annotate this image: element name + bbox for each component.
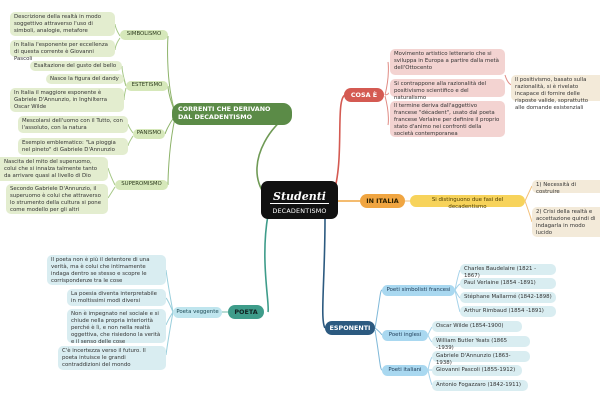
estetismo-item-1: Esaltazione del gusto del bello [30, 61, 122, 71]
panismo-label: PANISMO [133, 129, 165, 139]
panismo-item-1: Mescolarsi dell'uomo con il Tutto, con l… [18, 116, 128, 133]
in-italia-item-1: 1) Necessità di costruire [532, 180, 600, 195]
esponenti-francesi-item-3: Stéphane Mallarmé (1842-1898) [460, 292, 556, 303]
studenti-logo: Studenti [270, 190, 329, 204]
in-italia-branch: IN ITALIA [360, 194, 405, 208]
cosa-e-item-2: Si contrappone alla razionalità del posi… [390, 79, 505, 101]
correnti-branch: CORRENTI CHE DERIVANO DAL DECADENTISMO [172, 103, 292, 125]
simbolismo-item-2: In Italia l'esponente per eccellenza di … [10, 40, 115, 62]
esponenti-italiani-item-1: Gabriele D'Annunzio (1863-1938) [432, 351, 530, 366]
esponenti-group-inglesi: Poeti inglesi [382, 330, 428, 341]
esponenti-group-francesi: Poeti simbolisti francesi [382, 285, 455, 296]
central-title: DECADENTISMO [272, 207, 327, 215]
superomismo-label: SUPEROMISMO [115, 180, 168, 190]
poeta-item-4: C'è incertezza verso il futuro. Il poeta… [58, 346, 166, 370]
esponenti-inglesi-item-2: William Butler Yeats (1865 -1939) [432, 336, 530, 351]
superomismo-item-2: Secondo Gabriele D'Annunzio, il superuom… [6, 184, 108, 214]
simbolismo-item-1: Descrizione della realtà in modo soggett… [10, 12, 115, 36]
esponenti-group-italiani: Poeti italiani [382, 365, 428, 376]
poeta-branch: POETA [228, 305, 264, 319]
poeta-item-3: Non è impegnato nel sociale e si chiude … [67, 309, 166, 345]
in-italia-fasi-label: Si distinguono due fasi del decadentismo [410, 195, 525, 210]
poeta-veggente-label: Poeta veggente [173, 307, 222, 318]
cosa-e-item-1: Movimento artistico letterario che si sv… [390, 49, 505, 75]
esponenti-inglesi-item-1: Oscar Wilde (1854-1900) [432, 321, 522, 332]
central-node: Studenti DECADENTISMO [261, 181, 338, 219]
in-italia-item-2: 2) Crisi della realtà e accettazione qui… [532, 207, 600, 237]
esponenti-branch: ESPONENTI [325, 321, 375, 335]
estetismo-label: ESTETISMO [126, 81, 168, 91]
panismo-item-2: Esempio emblematico: "La pioggia nel pin… [18, 138, 128, 155]
simbolismo-label: SIMBOLISMO [120, 30, 168, 40]
cosa-e-side-note: Il positivismo, basato sulla razionalità… [511, 75, 600, 111]
esponenti-francesi-item-2: Paul Verlaine (1854 -1891) [460, 278, 556, 289]
cosa-e-branch: COSA È [344, 88, 384, 102]
superomismo-item-1: Nascita del mito del superuomo, colui ch… [0, 157, 108, 181]
poeta-item-1: Il poeta non è più il detentore di una v… [47, 255, 166, 285]
cosa-e-item-3: Il termine deriva dall'aggettivo frances… [390, 101, 505, 137]
esponenti-italiani-item-3: Antonio Fogazzaro (1842-1911) [432, 380, 528, 391]
esponenti-francesi-item-4: Arthur Rimbaud (1854 -1891) [460, 306, 556, 317]
poeta-item-2: La poesia diventa interpretabile in molt… [67, 289, 166, 306]
estetismo-item-2: Nasce la figura del dandy [46, 74, 124, 84]
estetismo-item-3: In Italia il maggiore esponente è Gabrie… [10, 88, 124, 112]
esponenti-francesi-item-1: Charles Baudelaire (1821 - 1867) [460, 264, 556, 279]
esponenti-italiani-item-2: Giovanni Pascoli (1855-1912) [432, 365, 522, 376]
